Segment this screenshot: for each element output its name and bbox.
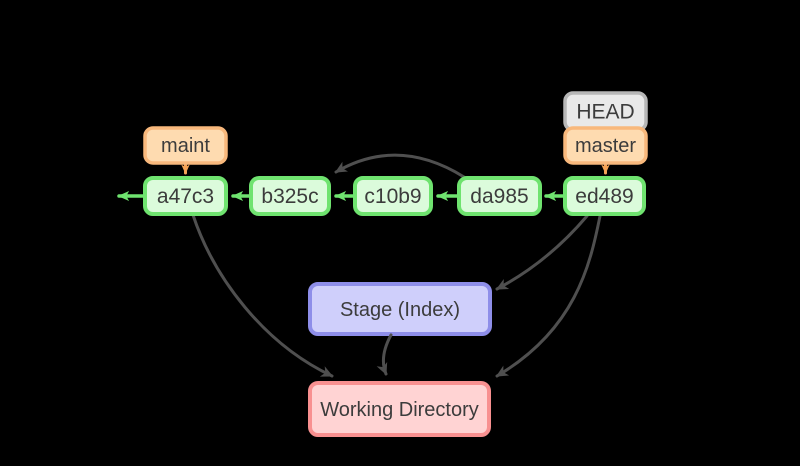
branch-master-label: master	[575, 135, 636, 157]
flow-edges	[191, 153, 602, 378]
commit-id-ed489: ed489	[575, 185, 633, 208]
commit-box-a47c3	[143, 176, 228, 216]
commit-id-c10b9: c10b9	[364, 185, 421, 208]
ref-edges	[181, 161, 610, 175]
head-label: HEAD	[576, 101, 634, 124]
labels: HEAD master maint a47c3 b325c c10b9 da98…	[157, 101, 637, 422]
branch-master-box	[563, 126, 648, 165]
commit-box-b325c	[249, 176, 331, 216]
commit-id-b325c: b325c	[261, 185, 318, 208]
branch-maint-label: maint	[161, 135, 210, 157]
commit-box-ed489	[563, 176, 646, 216]
working-directory-box	[308, 381, 491, 437]
commit-id-a47c3: a47c3	[157, 185, 214, 208]
edge-ed489-to-stage	[495, 214, 589, 291]
branch-maint-box	[143, 126, 228, 165]
edge-stage-to-working-directory	[376, 333, 393, 376]
commit-box-da985	[457, 176, 542, 216]
commit-box-c10b9	[353, 176, 433, 216]
edge-a47c3-to-working-directory	[191, 213, 334, 378]
stage-index-label: Stage (Index)	[340, 299, 460, 321]
edge-da985-to-b325c-arc	[334, 153, 466, 179]
working-directory-label: Working Directory	[320, 399, 479, 421]
stage-index-box	[308, 282, 492, 336]
commit-id-da985: da985	[470, 185, 528, 208]
commit-nodes	[143, 176, 646, 216]
edge-ed489-to-working-directory	[495, 214, 602, 378]
